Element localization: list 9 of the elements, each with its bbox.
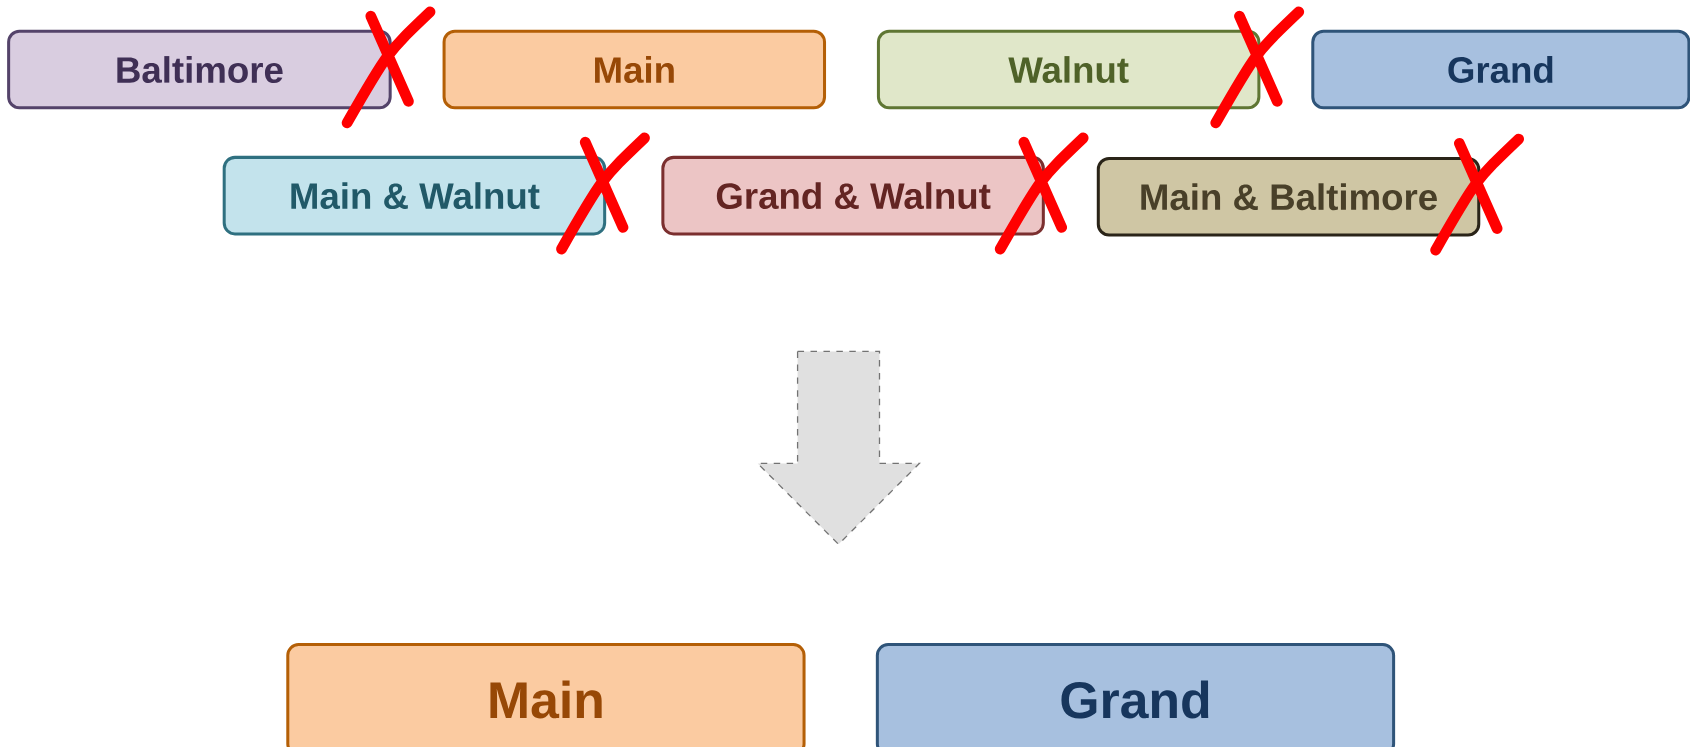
street-box: Walnut <box>876 29 1261 110</box>
street-box: Main <box>442 29 827 110</box>
street-box: Main & Walnut <box>222 155 607 236</box>
street-box: Grand & Walnut <box>661 155 1045 236</box>
street-box: Grand <box>1311 29 1690 110</box>
street-box: Main <box>286 643 806 747</box>
street-box: Baltimore <box>7 29 392 110</box>
street-box: Grand <box>875 643 1396 747</box>
street-box: Main & Baltimore <box>1096 156 1481 237</box>
